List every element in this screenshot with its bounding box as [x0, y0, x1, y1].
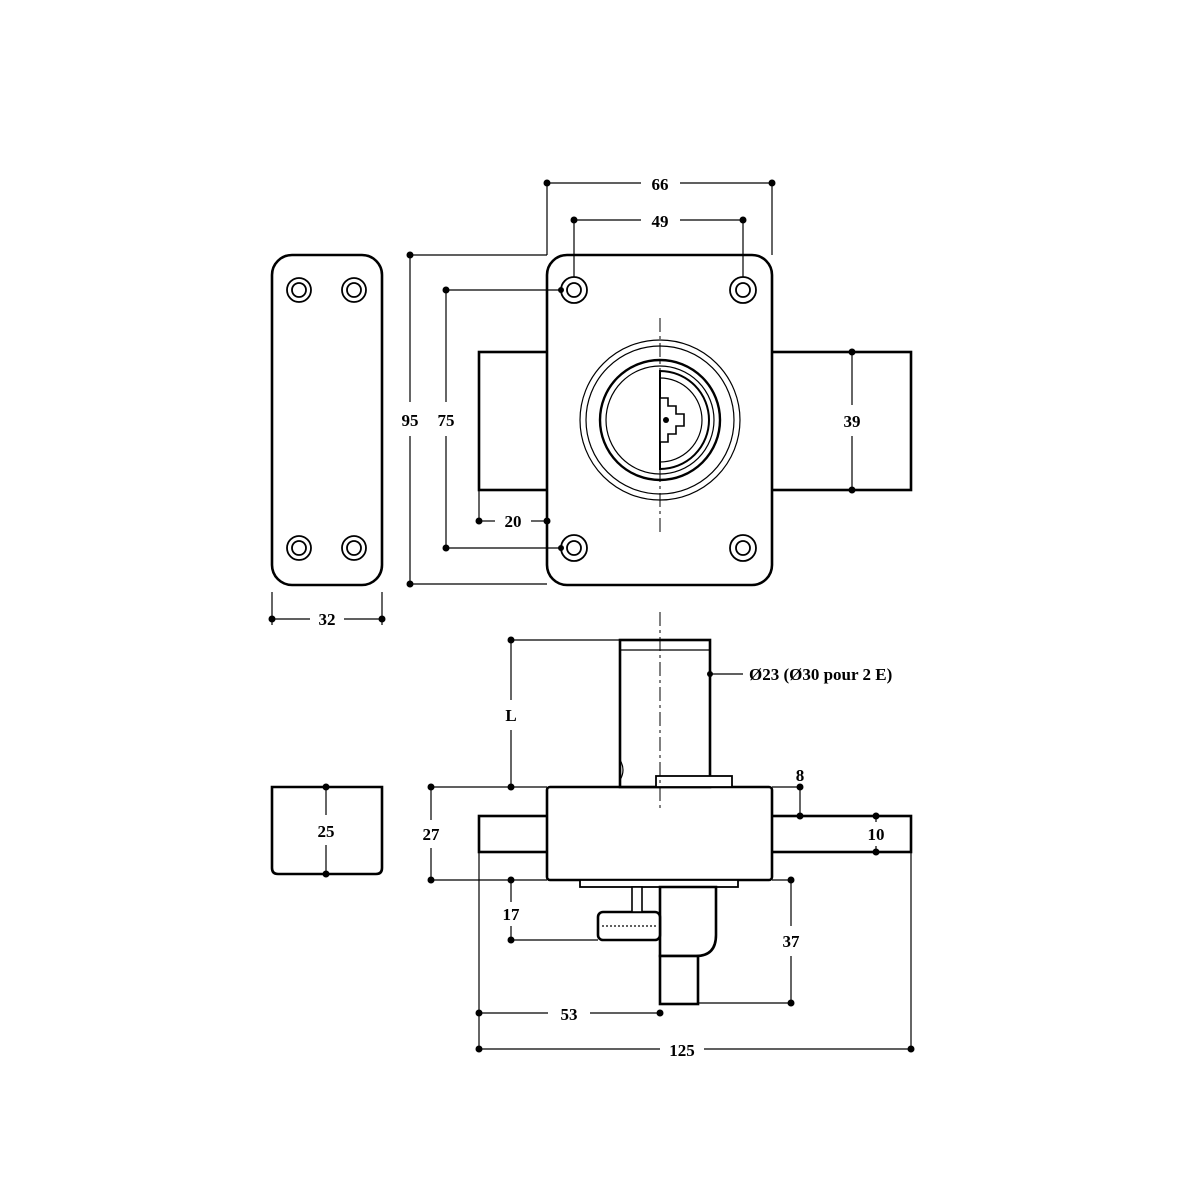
dim-label-bolt-projection: 20 [505, 512, 522, 531]
dim-label-body-width: 66 [652, 175, 669, 194]
dim-body-depth: 27 [423, 783, 547, 884]
dim-body-height: 95 [402, 251, 547, 588]
dim-cylinder-diameter: Ø23 (Ø30 pour 2 E) [707, 665, 892, 684]
dim-label-bolt-height: 39 [844, 412, 861, 431]
dim-bolt-projection: 20 [475, 490, 551, 531]
bolt-left [477, 350, 551, 492]
lock-front-view: 66 49 95 75 [402, 175, 913, 588]
dim-strike-width: 32 [268, 592, 386, 629]
strike-plate-front-view: 32 [268, 253, 386, 629]
dim-label-body-depth: 27 [423, 825, 441, 844]
dim-rim: 8 [772, 766, 804, 820]
dim-bolt-thickness: 10 [862, 812, 890, 856]
cylinder-side [618, 612, 733, 808]
dim-label-cylinder-diameter: Ø23 (Ø30 pour 2 E) [749, 665, 892, 684]
knob-button [596, 910, 662, 942]
dim-hole-spacing-h: 49 [570, 212, 747, 277]
knob-housing [658, 885, 718, 958]
dim-label-knob-offset: 17 [503, 905, 521, 924]
bolt-right [768, 350, 913, 492]
lock-side-view: L Ø23 (Ø30 pour 2 E) 8 10 [423, 612, 915, 1060]
dim-hole-spacing-v: 75 [438, 286, 564, 552]
dim-label-bolt-thickness: 10 [868, 825, 885, 844]
dim-knob-depth: 37 [698, 876, 801, 1007]
dim-bolt-to-axis: 53 [475, 852, 664, 1050]
keyway-icon [659, 397, 685, 443]
dim-label-total-width: 125 [669, 1041, 695, 1060]
cylinder-body [618, 638, 712, 789]
dim-label-rim: 8 [796, 766, 805, 785]
dim-bolt-height: 39 [844, 348, 861, 494]
dim-label-knob-depth: 37 [783, 932, 801, 951]
dim-label-strike-width: 32 [319, 610, 336, 629]
dim-body-width: 66 [543, 175, 776, 255]
strike-plate-side-view: 25 [270, 783, 384, 878]
dim-knob-offset: 17 [503, 876, 598, 944]
strike-plate-side-body [270, 785, 384, 876]
knob-assembly [579, 879, 739, 1006]
dim-label-hole-spacing-v: 75 [438, 411, 455, 430]
dim-label-cylinder-length: L [505, 706, 516, 725]
dim-total-width: 125 [475, 852, 915, 1060]
dim-label-hole-spacing-h: 49 [652, 212, 669, 231]
strike-plate-holes [286, 277, 367, 561]
knob-spindle [658, 954, 700, 1006]
dim-label-strike-depth: 25 [318, 822, 335, 841]
dim-label-bolt-to-axis: 53 [561, 1005, 578, 1024]
strike-plate-body [270, 253, 384, 587]
dim-label-body-height: 95 [402, 411, 419, 430]
